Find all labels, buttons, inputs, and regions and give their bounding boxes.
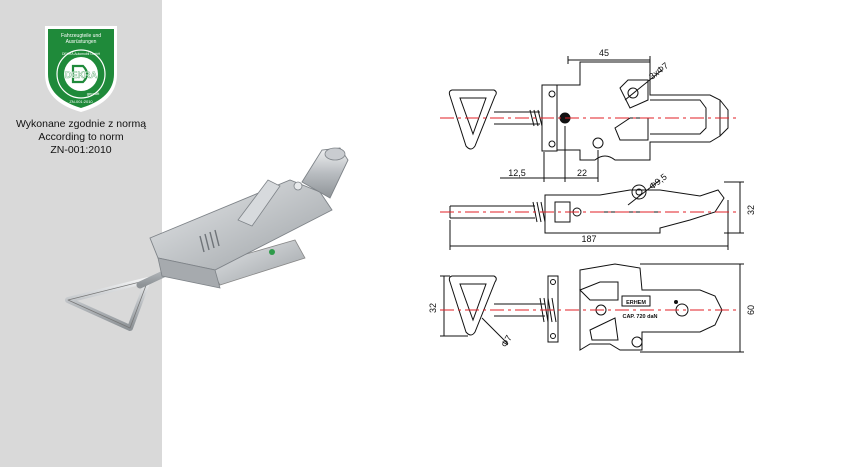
photo-triangle-handle: [65, 277, 151, 331]
dim-9-5-leader: [627, 179, 661, 206]
side-view: [440, 179, 744, 250]
dim-187-label: 187: [581, 234, 596, 244]
certification-text: Wykonane zgodnie z normą According to no…: [0, 118, 162, 157]
photo-latch-body: [149, 179, 333, 271]
front-view: [440, 263, 744, 353]
dim-12-5-22: [500, 126, 599, 182]
badge-cert-number: ZN-001:2010: [69, 99, 93, 104]
dim-12-5-label: 12,5: [508, 168, 526, 178]
dim-60: [640, 263, 744, 353]
dim-7-label: Φ7: [499, 333, 514, 349]
plate-capacity-text: CAP. 720 daN: [622, 314, 657, 320]
front-view-handle: [448, 275, 497, 336]
badge-ring: [56, 49, 106, 99]
front-view-plate: [579, 263, 723, 351]
badge-top-text-2: Ausrüstungen: [66, 39, 97, 45]
side-view-body: [544, 189, 725, 234]
dim-32-front-label: 32: [428, 303, 438, 313]
dim-45-label: 45: [599, 48, 609, 58]
product-photo: [65, 147, 349, 331]
top-view: [440, 56, 740, 182]
dim-9-5-label: Φ9,5: [647, 172, 669, 192]
certification-line-2: According to norm: [38, 131, 124, 143]
top-view-plate: [557, 61, 721, 161]
plate-brand-text: ERHEM: [626, 300, 646, 306]
dim-45: [567, 56, 651, 64]
dim-60-label: 60: [746, 305, 756, 315]
dim-holes-leader: [624, 69, 663, 101]
certification-line-1: Wykonane zgodnie z normą: [15, 118, 147, 130]
badge-brand: DEKRA: [65, 70, 98, 80]
technical-drawing: 45 3xΦ7 12,5 22 Φ9,5 32 187 32 60 Φ7 ERH…: [428, 48, 756, 353]
dim-187: [449, 200, 729, 250]
top-view-handle: [448, 89, 497, 150]
dim-holes-label: 3xΦ7: [647, 60, 670, 81]
dim-32-side: [724, 181, 744, 234]
photo-spring: [199, 229, 220, 253]
dekra-badge: Fahrzeugteile und Ausrüstungen DEKRA DEK…: [45, 26, 117, 112]
certification-line-3: ZN-001:2010: [50, 144, 112, 156]
dim-32-side-label: 32: [746, 205, 756, 215]
dim-32-front: [440, 275, 468, 337]
badge-status: geprüft: [87, 91, 100, 96]
dim-7-leader: [481, 317, 509, 345]
photo-lever: [237, 179, 281, 227]
dim-22-label: 22: [577, 168, 587, 178]
badge-top-text-1: Fahrzeugteile und: [61, 33, 101, 39]
badge-ring-text: DEKRA Automobil GmbH: [62, 52, 101, 56]
badge-d-icon: [71, 64, 89, 84]
